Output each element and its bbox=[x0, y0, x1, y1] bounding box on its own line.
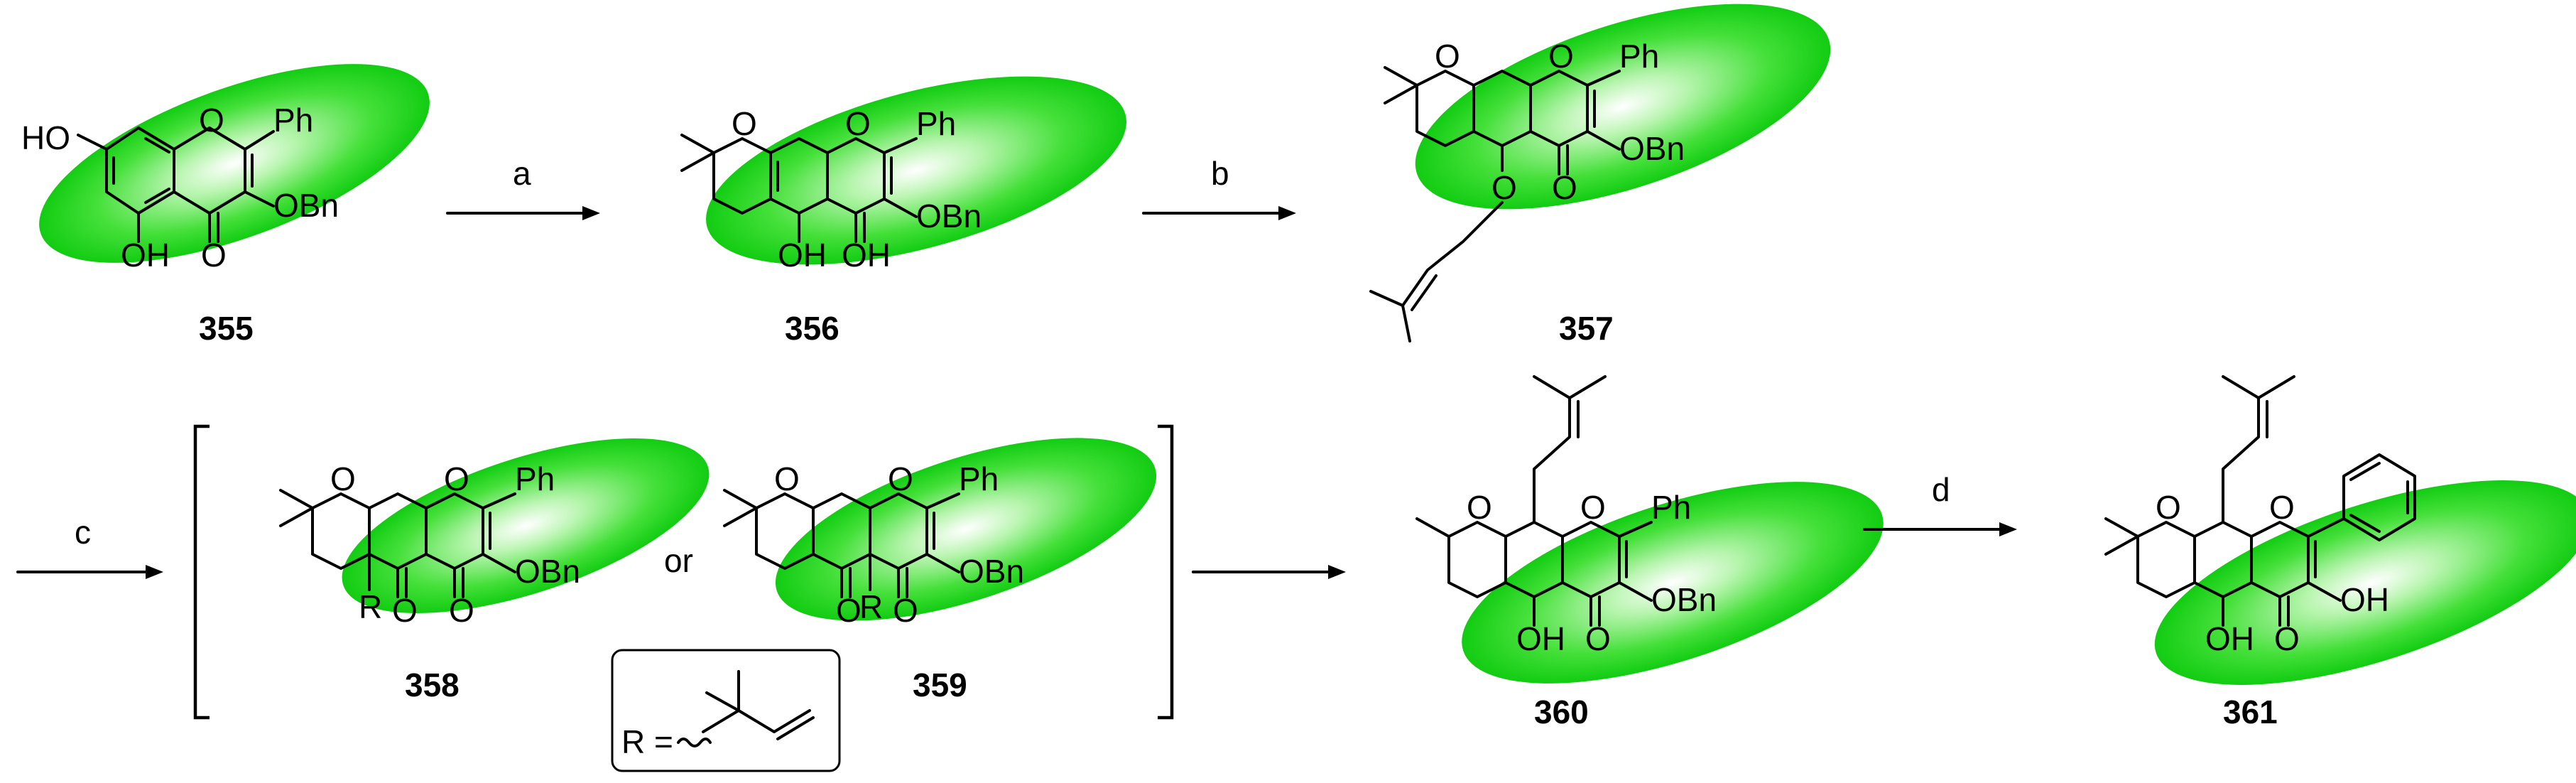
ring-oxygen-label: O bbox=[2269, 489, 2295, 526]
ring-oxygen-label: O bbox=[444, 460, 469, 497]
compound-356: O O Ph OBn OH OH 356 bbox=[680, 105, 982, 347]
arrow-step-c: c bbox=[16, 514, 163, 579]
benzyloxy-label: OBn bbox=[916, 198, 982, 234]
hydroxy-label: OH bbox=[842, 237, 891, 274]
hydroxy-label: OH bbox=[2340, 581, 2389, 618]
highlight-355 bbox=[39, 64, 430, 263]
benzyloxy-label: OBn bbox=[959, 553, 1024, 590]
compound-number-359: 359 bbox=[913, 666, 967, 703]
phenyl-label: Ph bbox=[916, 105, 956, 142]
compound-number-358: 358 bbox=[405, 666, 460, 703]
carbonyl-oxygen-label: O bbox=[201, 237, 227, 274]
compound-355: HO O Ph OBn OH O 355 bbox=[21, 102, 339, 347]
highlight-361 bbox=[2154, 480, 2576, 685]
phenyl-label: Ph bbox=[959, 460, 999, 497]
compound-number-355: 355 bbox=[199, 310, 254, 347]
hydroxy-label: OH bbox=[1516, 620, 1565, 657]
benzyloxy-label: OBn bbox=[1651, 581, 1717, 618]
highlight-360 bbox=[1462, 482, 1884, 684]
pyran-oxygen-label: O bbox=[1435, 38, 1460, 75]
ether-oxygen-label: O bbox=[1491, 169, 1517, 206]
step-label-c: c bbox=[75, 514, 91, 551]
hydroxy-label: OH bbox=[778, 237, 827, 274]
pyran-oxygen-label: O bbox=[2156, 489, 2181, 526]
or-label: or bbox=[664, 542, 693, 579]
bracket-right bbox=[1158, 424, 1174, 720]
carbonyl-oxygen-label: O bbox=[836, 592, 862, 629]
carbonyl-oxygen-label: O bbox=[2274, 620, 2300, 657]
substituent-r-label: R bbox=[859, 588, 883, 625]
highlight-358 bbox=[342, 438, 710, 613]
hydroxy-label: HO bbox=[21, 119, 70, 156]
hydroxy-label: OH bbox=[121, 237, 170, 274]
benzyloxy-label: OBn bbox=[273, 187, 339, 224]
hydroxy-label: OH bbox=[2205, 620, 2254, 657]
benzyloxy-label: OBn bbox=[1619, 130, 1685, 167]
benzyloxy-label: OBn bbox=[515, 553, 580, 590]
highlight-356 bbox=[706, 76, 1126, 265]
r-group-definition-box: R = bbox=[611, 649, 841, 772]
carbonyl-oxygen-label: O bbox=[449, 592, 474, 629]
step-label-a: a bbox=[513, 155, 531, 192]
step-label-b: b bbox=[1211, 155, 1229, 192]
highlight-359 bbox=[775, 438, 1157, 621]
pyran-oxygen-label: O bbox=[774, 460, 800, 497]
ring-oxygen-label: O bbox=[845, 105, 871, 142]
phenyl-label: Ph bbox=[515, 460, 555, 497]
pyran-oxygen-label: O bbox=[1467, 489, 1492, 526]
carbonyl-oxygen-label: O bbox=[893, 592, 918, 629]
compound-number-361: 361 bbox=[2223, 693, 2278, 730]
phenyl-label: Ph bbox=[1651, 489, 1691, 526]
compound-number-360: 360 bbox=[1534, 693, 1589, 730]
ring-oxygen-label: O bbox=[1580, 489, 1606, 526]
ring-oxygen-label: O bbox=[888, 460, 913, 497]
compound-number-357: 357 bbox=[1559, 310, 1614, 347]
pyran-oxygen-label: O bbox=[330, 460, 356, 497]
compound-361: O O OH OH O 361 bbox=[2104, 375, 2416, 730]
substituent-r-label: R bbox=[359, 588, 382, 625]
arrow-to-360 bbox=[1192, 565, 1346, 579]
highlight-357 bbox=[1415, 4, 1831, 210]
phenyl-label: Ph bbox=[1619, 38, 1659, 75]
compound-360: O O Ph OBn OH O 360 bbox=[1415, 375, 1717, 730]
arrow-step-a: a bbox=[446, 155, 600, 220]
compound-357: O O Ph OBn O O 357 bbox=[1369, 38, 1685, 347]
compound-358: O O Ph OBn R O O 358 bbox=[279, 460, 580, 703]
compound-359: O O Ph OBn R O O 359 bbox=[723, 460, 1024, 703]
ring-oxygen-label: O bbox=[1548, 38, 1574, 75]
arrow-step-d: d bbox=[1863, 471, 2017, 536]
compound-number-356: 356 bbox=[785, 310, 839, 347]
bracket-left bbox=[193, 424, 210, 720]
carbonyl-oxygen-label: O bbox=[1552, 169, 1577, 206]
carbonyl-oxygen-label: O bbox=[1585, 620, 1611, 657]
pyran-oxygen-label: O bbox=[732, 105, 757, 142]
arrow-step-b: b bbox=[1142, 155, 1296, 220]
r-definition-label: R = bbox=[621, 723, 673, 760]
carbonyl-oxygen-label: O bbox=[392, 592, 418, 629]
step-label-d: d bbox=[1932, 471, 1950, 508]
ring-oxygen-label: O bbox=[199, 102, 224, 139]
phenyl-label: Ph bbox=[273, 102, 313, 139]
